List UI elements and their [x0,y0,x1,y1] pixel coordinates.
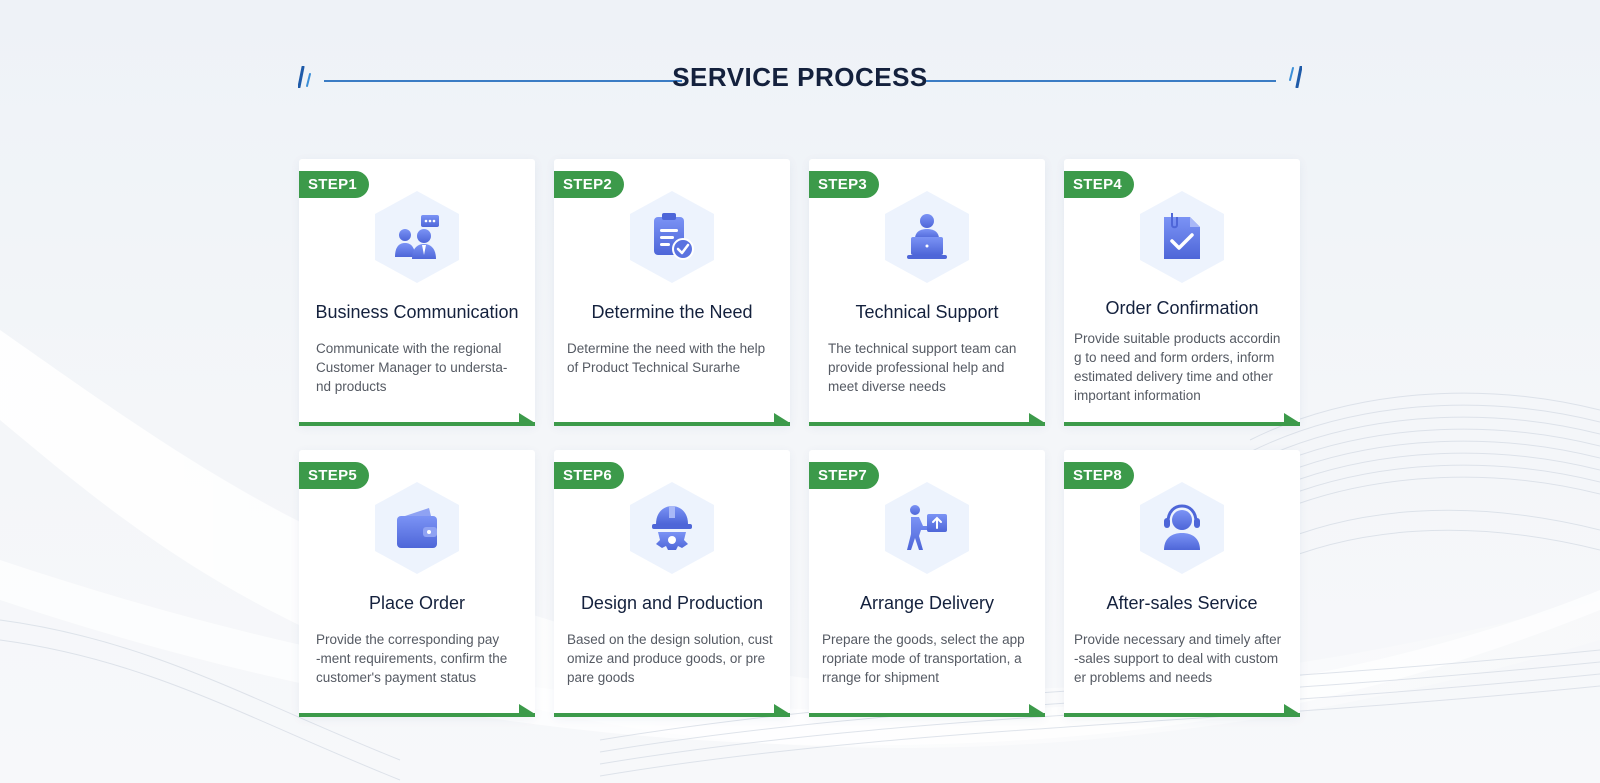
document-check-icon [1164,213,1200,259]
step-bottom-bar [299,422,535,426]
business-communication-icon [395,215,439,259]
arrow-icon [774,413,790,423]
arrow-icon [1284,704,1300,714]
step-badge: STEP1 [299,171,370,198]
step-card-4: STEP4 Order Confirmation Provide suitabl… [1064,159,1300,426]
step-title: Place Order [368,593,466,613]
step-title: Design and Production [580,593,764,613]
step-badge: STEP2 [554,171,625,198]
step-description: Provide suitable products accordin g to … [1074,331,1281,403]
headset-support-icon [1164,504,1200,550]
arrow-icon [519,413,535,423]
step-bottom-bar [299,713,535,717]
step-badge: STEP3 [809,171,880,198]
step-badge: STEP4 [1064,171,1135,198]
step-icon-hexagon [1140,191,1224,283]
helmet-gear-icon [652,506,692,550]
step-card-8: STEP8 After-sales Service Provide necess… [1064,450,1300,717]
header-line-right [926,80,1276,82]
step-icon-hexagon [375,482,459,574]
arrow-icon [519,704,535,714]
step-badge: STEP5 [299,462,370,489]
step-icon-hexagon [1140,482,1224,574]
step-description: The technical support team can provide p… [828,341,1017,394]
step-icon-hexagon [630,482,714,574]
header-slash-left-icon [298,66,311,88]
step-bottom-bar [554,713,790,717]
step-bottom-bar [809,422,1045,426]
step-bottom-bar [554,422,790,426]
step-description: Communicate with the regional Customer M… [316,341,508,394]
step-badge: STEP8 [1064,462,1135,489]
step-card-7: STEP7 Arrange Delivery Prepare the goods… [809,450,1045,717]
step-badge: STEP6 [554,462,625,489]
wallet-icon [397,508,437,548]
step-bottom-bar [1064,713,1300,717]
step-card-2: STEP2 Determine the Need Determine the n… [554,159,790,426]
arrow-icon [1029,704,1045,714]
step-icon-hexagon [885,482,969,574]
step-card-3: STEP3 Technical Support The technical su… [809,159,1045,426]
step-description: Provide necessary and timely after -sale… [1074,632,1282,685]
step-bottom-bar [809,713,1045,717]
header-slash-right-icon [1289,66,1302,88]
step-bottom-bar [1064,422,1300,426]
arrow-icon [1284,413,1300,423]
step-description: Based on the design solution, cust omize… [567,632,773,685]
step-card-6: STEP6 Design and Production Based on the… [554,450,790,717]
arrow-icon [1029,413,1045,423]
arrow-icon [774,704,790,714]
step-title: After-sales Service [1106,593,1258,613]
laptop-user-icon [907,214,947,259]
step-badge: STEP7 [809,462,880,489]
delivery-person-icon [907,505,947,550]
step-title: Arrange Delivery [859,593,995,613]
step-icon-hexagon [630,191,714,283]
step-icon-hexagon [885,191,969,283]
step-description: Determine the need with the help of Prod… [567,341,766,375]
step-description: Prepare the goods, select the app ropria… [822,632,1025,685]
steps-grid: STEP1 Business Communication Communicate… [299,159,1300,717]
step-title: Business Communication [315,302,519,322]
section-header: SERVICE PROCESS [298,58,1302,102]
step-card-5: STEP5 Place Order Provide the correspond… [299,450,535,717]
step-title: Determine the Need [591,302,753,322]
step-description: Provide the corresponding pay -ment requ… [316,632,508,685]
clipboard-check-icon [654,213,694,260]
step-title: Technical Support [855,302,999,322]
step-card-1: STEP1 Business Communication Communicate… [299,159,535,426]
page-title: SERVICE PROCESS [672,62,928,92]
step-title: Order Confirmation [1105,298,1259,318]
step-icon-hexagon [375,191,459,283]
header-line-left [324,80,682,82]
